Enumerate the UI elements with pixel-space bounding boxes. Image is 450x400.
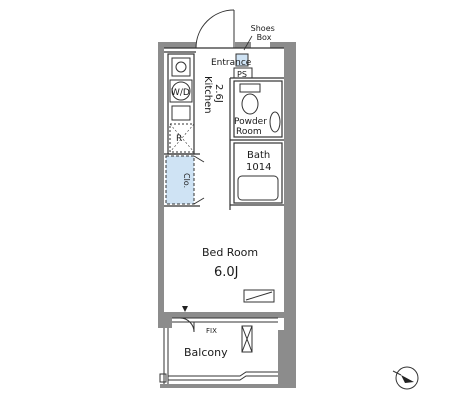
refrigerator <box>169 123 195 153</box>
balcony-outline <box>159 325 278 384</box>
powder-room-label-1: Powder <box>234 117 267 127</box>
fix-label: FIX <box>206 327 217 335</box>
window-marker-icon <box>182 306 188 312</box>
shoes-box-label: Shoes Box <box>251 24 278 42</box>
kitchen-sink <box>171 105 191 121</box>
bath-label: Bath <box>247 150 270 161</box>
north-arrow-icon <box>392 366 419 390</box>
wd-label: W/D <box>171 88 190 98</box>
washer-dryer <box>169 79 193 103</box>
kitchen-label: Kitchen <box>202 76 213 114</box>
stove <box>171 57 191 77</box>
closet <box>165 155 195 205</box>
bed-room-size: 6.0J <box>214 265 239 280</box>
bed-room-label: Bed Room <box>202 246 258 259</box>
partitions <box>164 47 284 210</box>
shoes-box <box>235 53 249 67</box>
air-conditioner <box>243 289 275 303</box>
toilet <box>239 83 261 115</box>
powder-sink <box>269 111 281 133</box>
balcony-label: Balcony <box>184 346 228 359</box>
closet-label-group: Clo. <box>182 173 191 188</box>
entrance-label: Entrance <box>211 58 252 68</box>
outer-walls <box>158 42 296 388</box>
ps-label: PS <box>237 70 247 79</box>
bath-size: 1014 <box>246 162 271 173</box>
clo-label: Clo. <box>182 173 191 188</box>
balcony-sliding-door <box>172 317 278 333</box>
powder-room-label-2: Room <box>236 127 262 137</box>
r-label: R <box>176 134 182 144</box>
kitchen-size: 2.6J <box>213 84 224 103</box>
entrance-door <box>195 9 235 49</box>
kitchen-label-group: Kitchen 2.6J <box>202 76 224 114</box>
bathtub <box>237 175 279 201</box>
